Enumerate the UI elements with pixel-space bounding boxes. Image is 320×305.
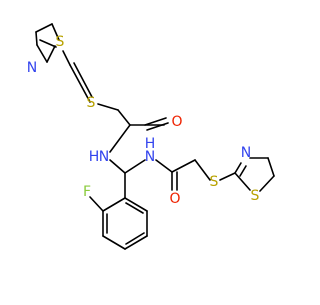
bond [51,23,60,41]
bond [35,23,53,33]
bond [234,162,242,174]
bond [125,202,144,214]
thioether-sulfur-label: S [210,174,219,190]
fluorine-label: F [83,184,91,200]
structure-canvas: S N S O N H N H F O S N S [27,23,275,250]
carbonyl-oxygen-label: O [169,191,180,207]
ring-nitrogen-label: N [241,145,251,161]
bond [171,159,196,173]
bond [109,159,126,174]
atom-labels: S N S O N H N H F O S N S [27,34,260,207]
ring-sulfur-label: S [56,34,65,50]
bond [36,44,48,63]
bond [62,50,71,66]
bond [234,172,251,191]
bond [109,124,131,153]
ring-sulfur-label: S [251,188,260,204]
bond [97,103,119,111]
bond [69,64,91,103]
amide-hydrogen-label: H [89,149,100,165]
bond [125,232,145,245]
bonds [35,23,275,250]
bond [259,175,275,192]
thioether-sulfur-label: S [87,95,96,111]
bond [239,165,247,177]
molecule-drawing: S N S O N H N H F O S N S [27,23,275,250]
bond [194,159,211,181]
amide-nitrogen-label: N [145,149,155,165]
bond [124,235,148,250]
carbonyl-oxygen-label: O [171,114,182,130]
bond [117,109,131,126]
bond [146,122,169,131]
bond [124,159,146,174]
bond [155,159,173,173]
bond [267,157,275,177]
bond [39,39,57,48]
bond [144,117,167,126]
amide-hydrogen-label: H [145,136,156,152]
amide-nitrogen-label: N [99,149,109,165]
bond [102,197,126,212]
bond [73,62,93,98]
ring-nitrogen-label: N [27,60,37,76]
bond [124,197,148,212]
bond [102,235,126,250]
bond [35,31,38,46]
bond [46,45,56,63]
bond [219,172,236,181]
bond [89,196,104,212]
